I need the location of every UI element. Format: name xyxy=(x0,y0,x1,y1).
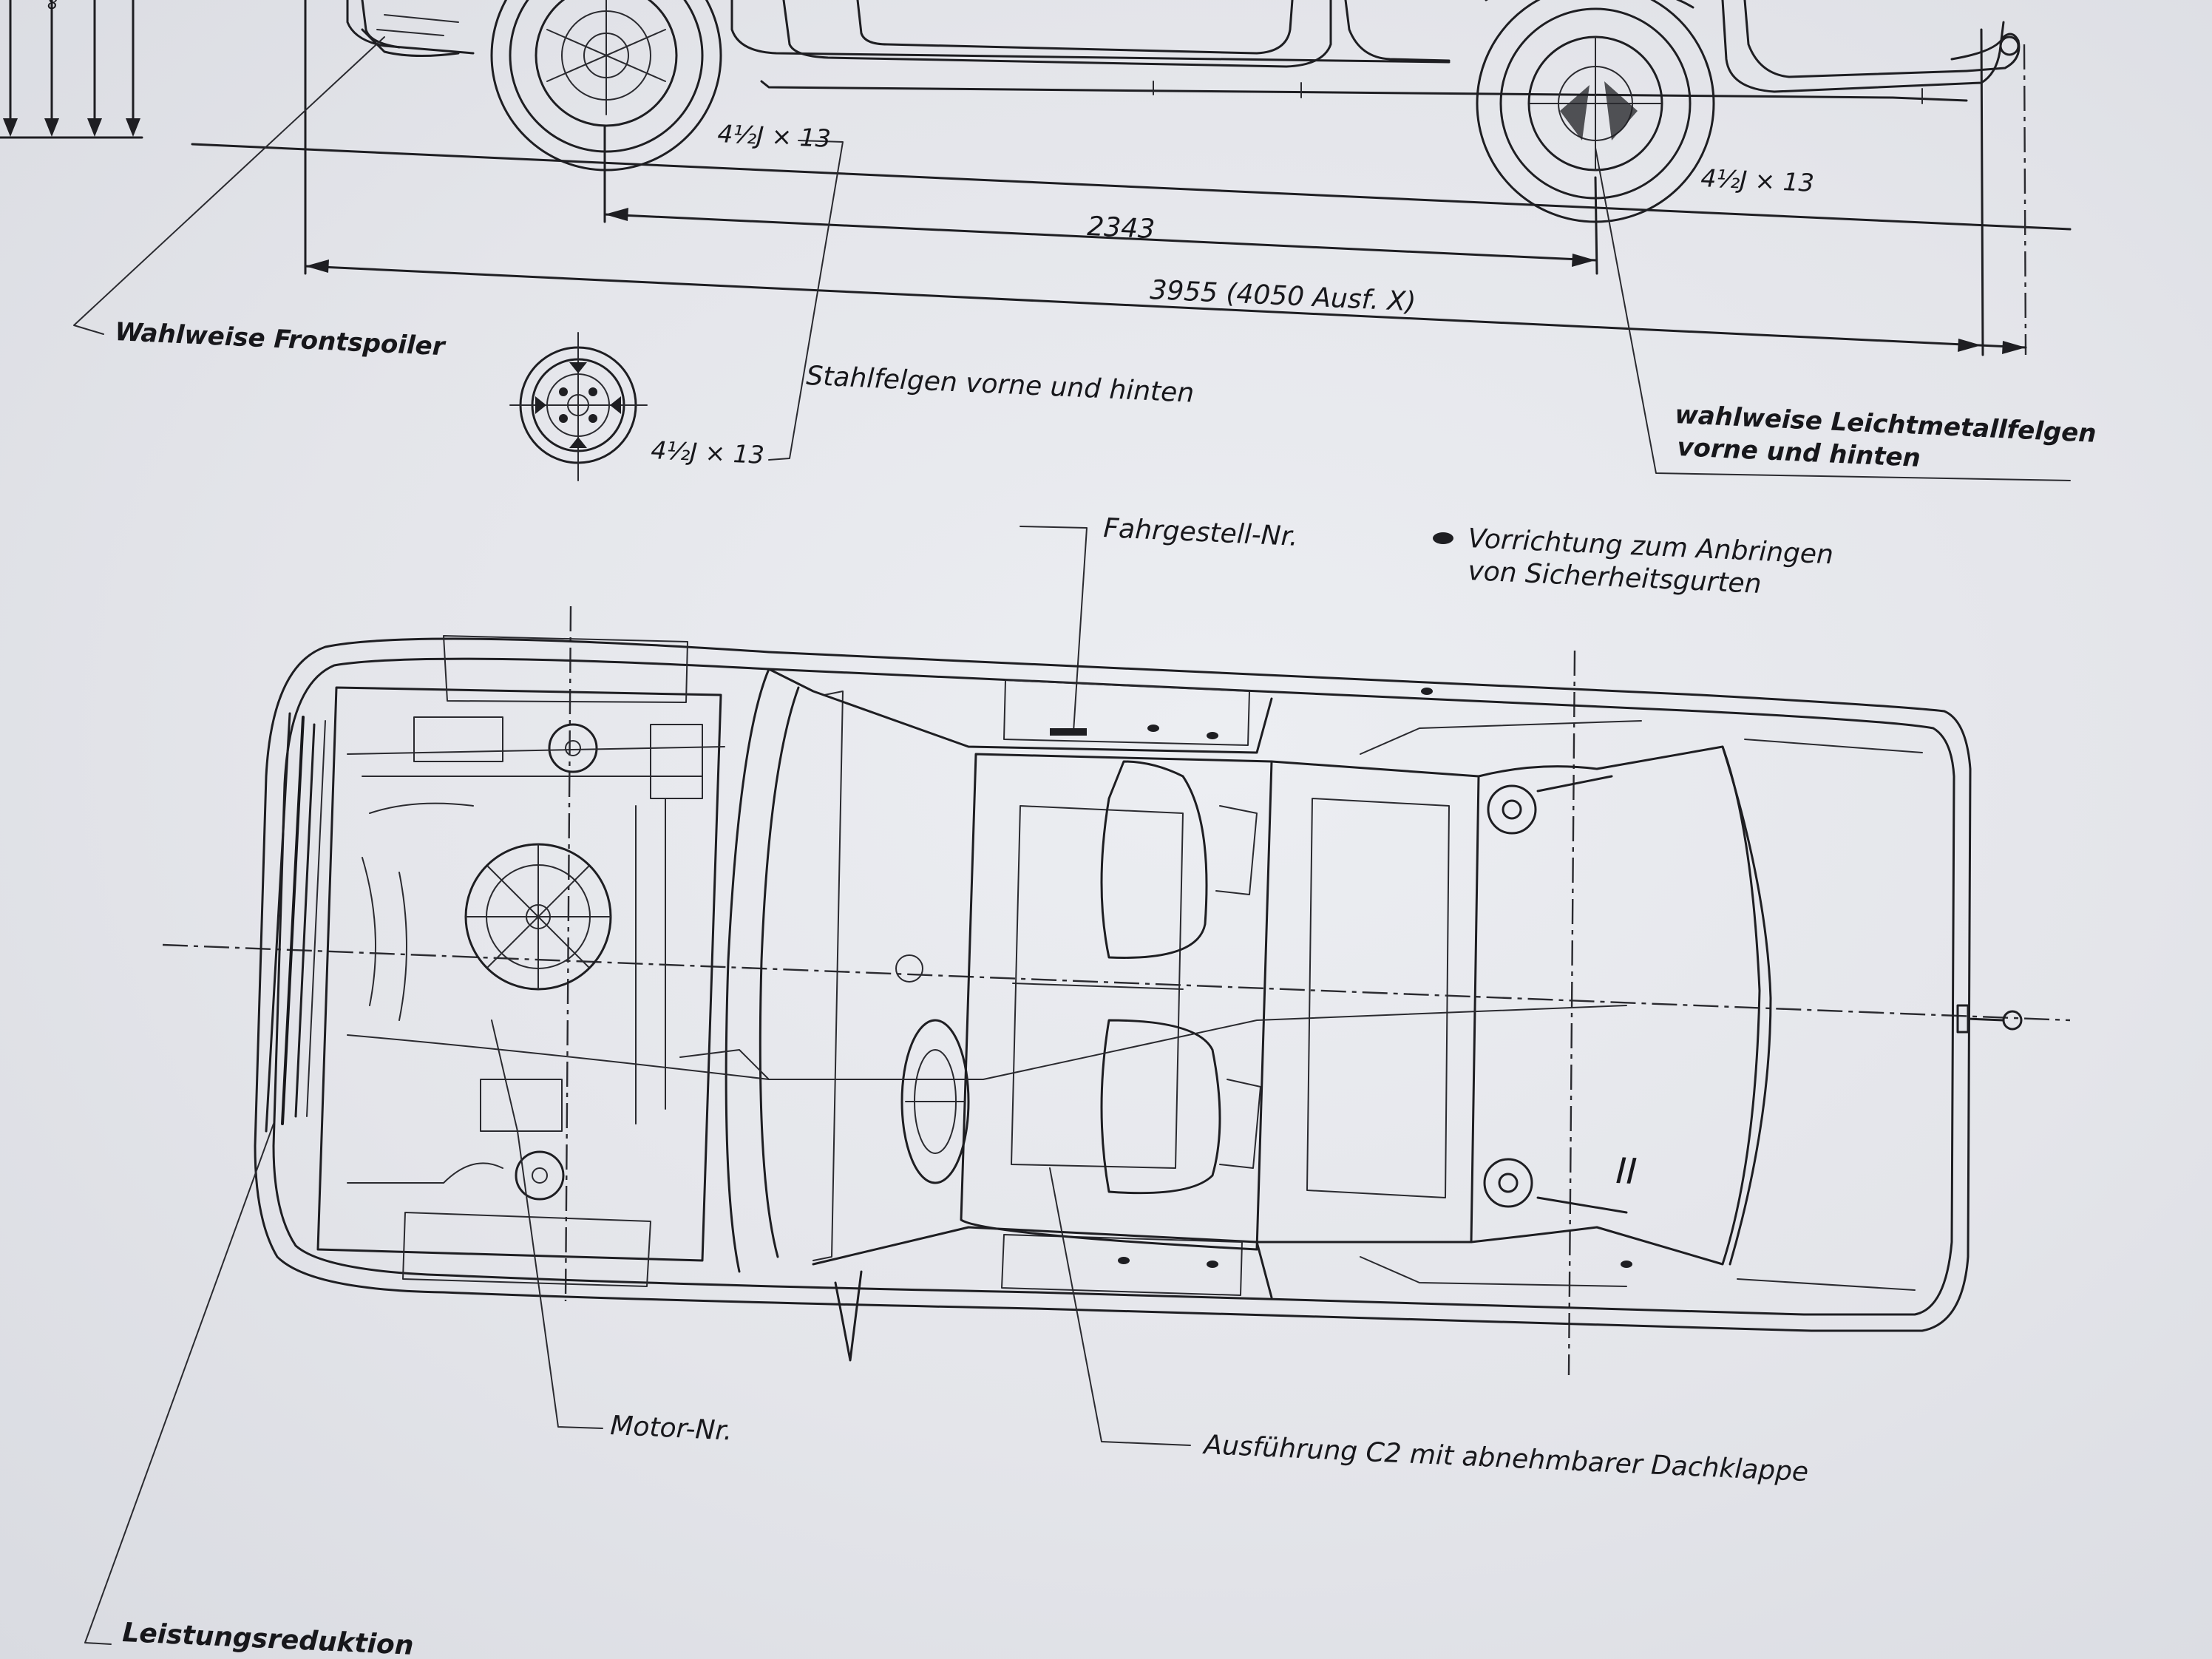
seatbelt-legend: Vorrichtung zum Anbringen von Sicherheit… xyxy=(1433,523,1834,600)
longitudinal-centerline xyxy=(162,943,2071,1022)
top-view: Fahrgestell-Nr. Vorrichtung zum Anbringe… xyxy=(84,513,2071,1659)
rim-rear-top-label: 4½J × 13 xyxy=(1700,163,1815,197)
seatbelt-marker-icon xyxy=(1433,532,1453,544)
side-view-body xyxy=(346,0,2021,104)
front-spoiler-callout: Wahlweise Frontspoiler xyxy=(73,36,447,362)
rim-callouts: 4½J × 13 4½J × 13 xyxy=(717,119,2071,481)
chassis-number-label: Fahrgestell-Nr. xyxy=(1103,513,1299,552)
rim-spare-label: 4½J × 13 xyxy=(651,435,765,469)
top-view-body: II xyxy=(254,635,2023,1362)
front-wheel-side xyxy=(490,0,722,172)
height-dimension-arrows: 8 xyxy=(0,0,143,139)
steel-wheel-icon: 4½J × 13 xyxy=(509,332,765,481)
rim-front-top-label: 4½J × 13 xyxy=(717,119,832,153)
alloy-rims-callout: wahlweise Leichtmetallfelgen vorne und h… xyxy=(1675,400,2097,473)
engine-number-callout: Motor-Nr. xyxy=(491,1020,733,1446)
wheelbase-label: 2343 xyxy=(1087,211,1156,245)
overall-length-label: 3955 (4050 Ausf. X) xyxy=(1150,275,1417,317)
side-view: 8 xyxy=(0,0,2097,481)
steel-rims-label: Stahlfelgen vorne und hinten xyxy=(806,361,1195,409)
power-reduction-label: Leistungsreduktion xyxy=(122,1618,415,1659)
arrow-stub-label: 8 xyxy=(47,0,58,13)
engine-number-label: Motor-Nr. xyxy=(610,1411,733,1446)
power-reduction-callout: Leistungsreduktion xyxy=(84,1123,415,1659)
version-c2-label: Ausführung C2 mit abnehmbarer Dachklappe xyxy=(1202,1430,1809,1487)
ground-line xyxy=(191,143,2072,231)
rear-marker-label: II xyxy=(1615,1150,1638,1192)
chassis-number-callout: Fahrgestell-Nr. xyxy=(1020,513,1298,736)
steering-wheel xyxy=(900,1019,970,1184)
overall-length-dimension: 3955 (4050 Ausf. X) xyxy=(304,259,2027,354)
wheelbase-dimension: 2343 xyxy=(603,208,1597,267)
front-spoiler-label: Wahlweise Frontspoiler xyxy=(115,317,447,362)
